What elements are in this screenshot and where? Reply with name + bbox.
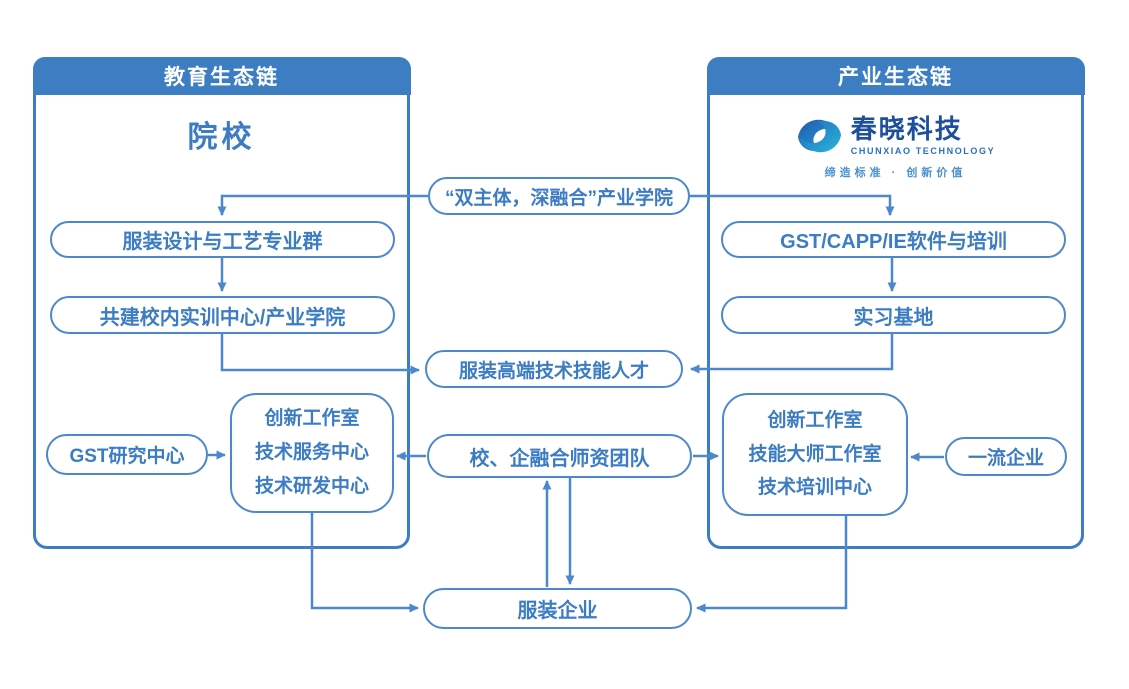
left-centers-line-3: 技术研发中心 xyxy=(254,475,369,497)
node-internship-base: 实习基地 xyxy=(721,296,1066,334)
education-panel-title: 教育生态链 xyxy=(164,65,279,89)
right-centers-line-3: 技术培训中心 xyxy=(757,477,872,499)
node-garment-enterprise: 服装企业 xyxy=(423,588,692,629)
industry-panel-title: 产业生态链 xyxy=(838,65,953,89)
node-gst-research: GST研究中心 xyxy=(46,434,208,475)
chunxiao-logo-icon xyxy=(797,119,841,153)
education-panel-header: 教育生态链 xyxy=(32,56,411,95)
node-software-training: GST/CAPP/IE软件与培训 xyxy=(721,221,1066,258)
node-top-enterprise: 一流企业 xyxy=(945,437,1067,476)
college-title: 院校 xyxy=(187,121,256,154)
node-training-center: 共建校内实训中心/产业学院 xyxy=(50,296,395,334)
logo-name: 春晓科技 xyxy=(850,114,963,145)
node-faculty-team: 校、企融合师资团队 xyxy=(427,434,692,478)
node-right-centers: 创新工作室 技能大师工作室 技术培训中心 xyxy=(722,393,908,516)
left-centers-line-2: 技术服务中心 xyxy=(254,442,369,464)
node-industry-college: “双主体，深融合”产业学院 xyxy=(428,177,690,215)
chunxiao-logo: 春晓科技 CHUNXIAO TECHNOLOGY 缔造标准 · 创新价值 xyxy=(707,116,1084,180)
logo-tagline: 缔造标准 · 创新价值 xyxy=(824,167,967,179)
node-talent: 服装高端技术技能人才 xyxy=(425,350,683,388)
industry-panel-header: 产业生态链 xyxy=(706,56,1085,95)
right-centers-line-2: 技能大师工作室 xyxy=(748,443,882,465)
left-centers-line-1: 创新工作室 xyxy=(264,408,360,430)
logo-name-en: CHUNXIAO TECHNOLOGY xyxy=(850,145,996,156)
node-left-centers: 创新工作室 技术服务中心 技术研发中心 xyxy=(230,393,394,513)
industry-panel: 产业生态链 xyxy=(706,56,1085,549)
education-panel: 教育生态链 xyxy=(32,56,411,549)
node-major-group: 服装设计与工艺专业群 xyxy=(50,221,395,258)
right-centers-line-1: 创新工作室 xyxy=(767,409,863,431)
